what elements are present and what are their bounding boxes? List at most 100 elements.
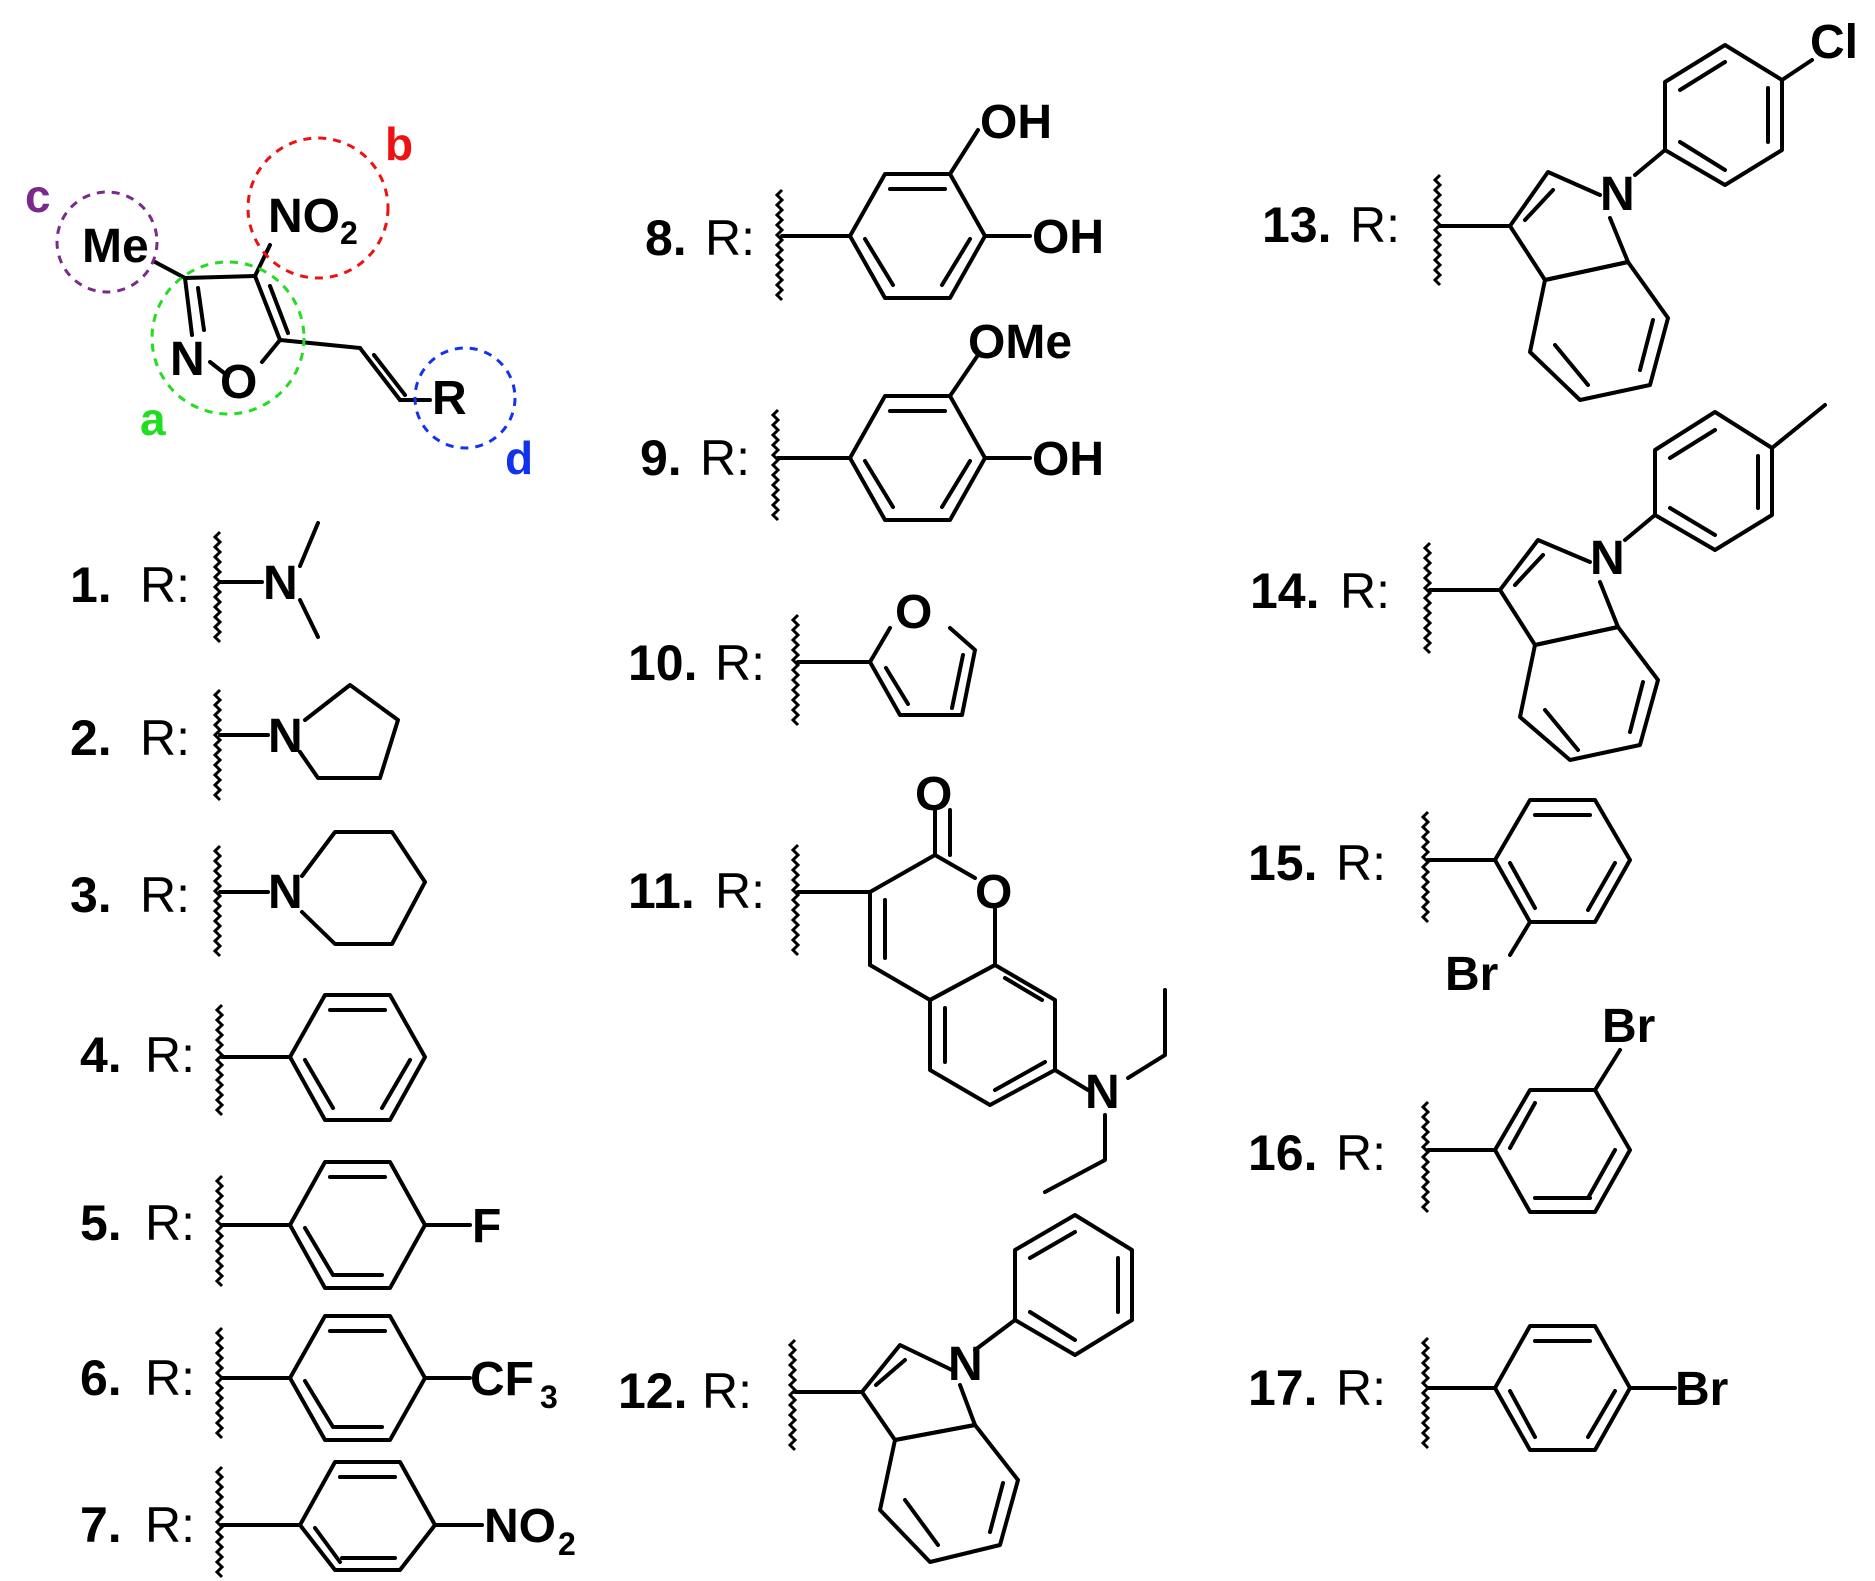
bond — [948, 128, 980, 176]
compound-number: 11. — [628, 863, 695, 919]
core-bond — [260, 338, 282, 364]
bond — [1493, 798, 1632, 924]
bond — [1678, 140, 1727, 172]
compound-16: 16. R: Br — [1248, 1000, 1655, 1214]
atom-cl: Cl — [1810, 16, 1858, 69]
bond — [1508, 216, 1630, 282]
compound-number: 12. — [618, 1363, 688, 1419]
ring-o-label: O — [975, 866, 1012, 919]
bond — [1553, 343, 1590, 387]
core-bond — [253, 243, 272, 278]
atom-br: Br — [1675, 1363, 1728, 1416]
bond — [1126, 988, 1167, 1080]
attachment-wavy-bond — [213, 688, 222, 802]
atom-n: N — [268, 710, 303, 763]
r-label: R: — [705, 210, 755, 266]
region-a-label: a — [140, 393, 166, 445]
bond — [988, 1481, 1005, 1534]
hydroxyl-label: OH — [1032, 211, 1104, 264]
bond — [1518, 625, 1660, 762]
bond — [1770, 403, 1827, 450]
compound-4: 4. R: — [80, 993, 427, 1122]
bond — [863, 459, 895, 509]
bond — [1543, 708, 1580, 752]
bond — [1523, 188, 1555, 222]
bond — [928, 963, 1057, 1107]
bond — [1043, 1113, 1107, 1194]
compound-10: 10. R: O — [628, 586, 977, 727]
bond — [1493, 1324, 1632, 1452]
core-bond — [268, 284, 290, 335]
bond — [1508, 920, 1532, 957]
region-b-label: b — [385, 118, 413, 170]
attachment-wavy-bond — [215, 1326, 224, 1440]
attachment-wavy-bond — [213, 844, 222, 958]
attachment-wavy-bond — [215, 1465, 224, 1579]
core-structure: Me NO 2 N O R a b c d — [25, 118, 533, 484]
r-label: R: — [145, 1195, 195, 1251]
compound-6: 6. R: CF 3 — [80, 1314, 558, 1442]
r-label: R: — [145, 1027, 195, 1083]
bond — [950, 653, 965, 710]
bond — [884, 666, 910, 706]
bond — [1633, 148, 1667, 177]
bond — [993, 1060, 1047, 1092]
bond — [973, 1318, 1017, 1352]
core-bond — [153, 260, 187, 280]
r-label: R: — [715, 635, 765, 691]
compound-12: 12. R: N — [618, 1213, 1134, 1564]
atom-f: F — [472, 1200, 501, 1253]
compound-number: 5. — [80, 1195, 122, 1251]
atom-n: N — [263, 557, 298, 610]
compound-3: 3. R: N — [70, 830, 427, 958]
bond — [380, 1058, 412, 1110]
compound-number: 16. — [1248, 1125, 1318, 1181]
region-d-circle — [413, 346, 517, 450]
bond — [1053, 1068, 1090, 1092]
bond — [874, 1358, 907, 1387]
bond — [298, 598, 320, 639]
attachment-wavy-bond — [791, 843, 800, 957]
compound-14: 14. R: N — [1250, 403, 1827, 762]
bond — [303, 1379, 335, 1429]
carbonyl-o-label: O — [915, 768, 952, 821]
nitro-label: NO — [484, 1500, 556, 1553]
nitro-label: NO — [268, 190, 340, 243]
bond — [288, 1160, 427, 1290]
ring-n-label: N — [170, 333, 205, 386]
compound-number: 17. — [1248, 1360, 1318, 1416]
bond — [313, 1526, 342, 1564]
methoxy-label: OMe — [968, 316, 1072, 369]
bond — [1508, 170, 1602, 228]
bond — [848, 172, 987, 300]
atom-br: Br — [1445, 948, 1498, 1001]
compound-number: 4. — [80, 1027, 122, 1083]
amine-n-label: N — [1085, 1066, 1120, 1119]
compound-11: 11. R: O O N — [628, 768, 1167, 1194]
r-label: R: — [145, 1350, 195, 1406]
bond — [1493, 1088, 1632, 1214]
bond — [868, 853, 977, 894]
attachment-wavy-bond — [1421, 1100, 1430, 1214]
methyl-label: Me — [82, 220, 149, 273]
bond — [1528, 260, 1670, 402]
bond — [1638, 318, 1655, 372]
attachment-wavy-bond — [1423, 541, 1432, 655]
r-label: R: — [700, 430, 750, 486]
bond — [1508, 1389, 1537, 1439]
bond — [1586, 861, 1617, 912]
r-label: R: — [140, 710, 190, 766]
nitro-subscript: 2 — [558, 1526, 576, 1562]
bond — [948, 353, 980, 398]
compound-number: 6. — [80, 1350, 122, 1406]
bond — [303, 1226, 335, 1277]
cf3-subscript: 3 — [540, 1379, 558, 1415]
bond — [848, 394, 987, 522]
compound-8: 8. R: OH OH — [645, 96, 1104, 302]
compound-number: 9. — [640, 430, 682, 486]
bond — [1668, 428, 1717, 460]
attachment-wavy-bond — [213, 530, 222, 644]
bond — [1028, 1310, 1077, 1342]
bond — [300, 830, 427, 946]
compound-13: 13. R: N Cl — [1262, 16, 1858, 402]
